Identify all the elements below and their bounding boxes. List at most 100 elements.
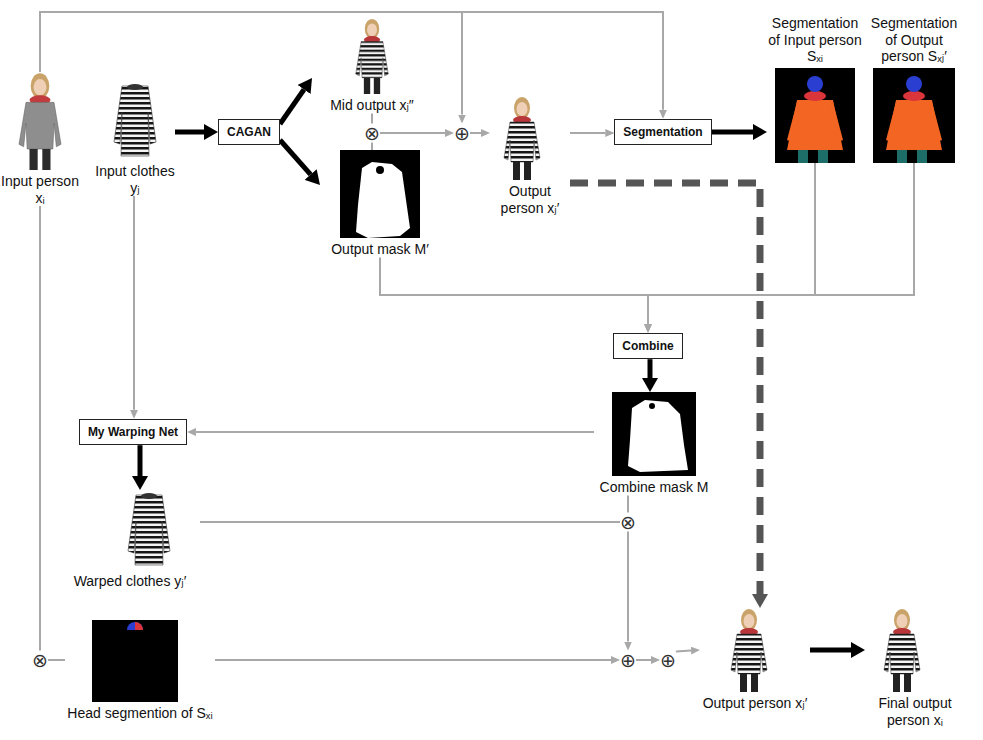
thick-arrow xyxy=(280,140,311,175)
image-caption-panel: Mid output xⱼ″ xyxy=(312,18,432,114)
mid-output-photo xyxy=(356,19,389,94)
segmentation-map-part xyxy=(906,76,922,92)
caption: Output mask M′ xyxy=(320,241,440,258)
connector-line xyxy=(570,132,605,134)
caption: Input clothes yⱼ xyxy=(95,163,175,196)
process-box: Combine xyxy=(613,333,682,359)
connector-line xyxy=(470,132,481,134)
final-output-photo-part xyxy=(884,609,920,692)
output-person-photo-part xyxy=(504,97,540,180)
connector-line xyxy=(627,496,629,513)
label: CAGAN xyxy=(227,125,271,139)
output-person-photo xyxy=(731,609,767,692)
label: ⊕ xyxy=(620,651,636,670)
operator-symbol: ⊕ xyxy=(660,651,676,670)
thick-arrow xyxy=(175,130,204,135)
thick-arrow xyxy=(712,130,753,135)
mid-output-photo-part xyxy=(356,19,389,94)
caption: Mid output xⱼ″ xyxy=(312,97,432,114)
segmentation-map-part xyxy=(873,68,955,163)
image-caption-panel: Segmentation of Output person Sₓⱼ′ xyxy=(866,15,962,163)
label: ⊕ xyxy=(660,651,676,670)
process-box: CAGAN xyxy=(218,119,280,145)
output-mask-image-part xyxy=(376,166,384,174)
segmentation-map-part xyxy=(807,76,823,92)
operator-symbol: ⊕ xyxy=(454,124,470,143)
label: ⊕ xyxy=(454,124,470,143)
label: Combine xyxy=(622,339,673,353)
connector-line xyxy=(676,650,691,653)
image-caption-panel: Combine mask M xyxy=(594,392,714,496)
connector-line xyxy=(48,659,65,661)
thick-arrow xyxy=(648,359,653,378)
caption: Final output person xᵢ xyxy=(865,695,965,728)
image-caption-panel: Output person xⱼ′ xyxy=(700,608,810,712)
warped-clothes-photo xyxy=(128,493,170,565)
operator-symbol: ⊗ xyxy=(620,513,636,532)
head-segmentation-image-part xyxy=(127,622,143,630)
segmentation-map-part xyxy=(818,150,828,163)
caption: Warped clothes yⱼ′ xyxy=(60,573,200,590)
image-caption-panel: Warped clothes yⱼ′ xyxy=(60,490,200,590)
connector-line xyxy=(371,114,373,124)
segmentation-map xyxy=(873,68,955,163)
process-box: My Warping Net xyxy=(79,419,187,445)
label: My Warping Net xyxy=(88,425,178,439)
operator-symbol: ⊕ xyxy=(620,651,636,670)
connector-line xyxy=(380,132,445,134)
operator-symbol: ⊗ xyxy=(364,124,380,143)
connector-line xyxy=(40,12,462,115)
caption: Output person xⱼ′ xyxy=(490,183,570,216)
segmentation-map-part xyxy=(886,100,942,150)
input-person-photo-part xyxy=(19,73,61,170)
output-mask-image-part xyxy=(340,150,420,238)
warped-clothes-photo-part xyxy=(128,493,170,565)
caption: Segmentation of Input person Sₓᵢ xyxy=(767,15,863,65)
head-segmentation-image xyxy=(92,620,178,702)
output-person-photo xyxy=(504,97,540,180)
output-mask-image xyxy=(340,150,420,238)
segmentation-map-part xyxy=(787,100,843,150)
image-caption-panel: Input clothes yⱼ xyxy=(95,82,175,196)
combine-mask-image-part xyxy=(612,392,696,476)
output-person-photo-part xyxy=(731,609,767,692)
connector-line xyxy=(39,206,41,650)
segmentation-map-part xyxy=(886,102,899,142)
segmentation-map-part xyxy=(917,150,927,163)
head-segmentation-image-part xyxy=(92,620,178,702)
image-caption-panel: Input person xᵢ xyxy=(0,72,80,206)
label: Segmentation xyxy=(623,125,702,139)
connector-line xyxy=(40,12,663,110)
segmentation-map-part xyxy=(787,102,800,142)
segmentation-map-part xyxy=(929,102,942,142)
segmentation-map-part xyxy=(897,150,907,163)
connector-line xyxy=(215,659,611,661)
thick-arrow xyxy=(280,89,304,124)
combine-mask-image-part xyxy=(628,400,688,472)
thick-arrow xyxy=(138,445,143,476)
segmentation-map-part xyxy=(903,91,925,101)
label: ⊗ xyxy=(364,124,380,143)
caption: Combine mask M xyxy=(594,479,714,496)
connector-line xyxy=(133,196,135,410)
connector-line xyxy=(200,521,620,523)
segmentation-map-part xyxy=(830,102,843,142)
caption: Input person xᵢ xyxy=(0,173,80,206)
input-clothes-photo xyxy=(114,84,156,156)
label: ⊗ xyxy=(32,651,48,670)
segmentation-map-part xyxy=(798,150,808,163)
segmentation-map xyxy=(775,68,855,163)
segmentation-map-part xyxy=(804,91,826,101)
connector-line xyxy=(627,532,629,642)
operator-symbol: ⊗ xyxy=(32,651,48,670)
output-mask-image-part xyxy=(356,162,410,238)
caption: Output person xⱼ′ xyxy=(700,695,810,712)
connector-line xyxy=(196,431,594,433)
connector-line xyxy=(371,143,373,151)
image-caption-panel: Final output person xᵢ xyxy=(865,608,965,728)
combine-mask-image-part xyxy=(649,403,655,409)
